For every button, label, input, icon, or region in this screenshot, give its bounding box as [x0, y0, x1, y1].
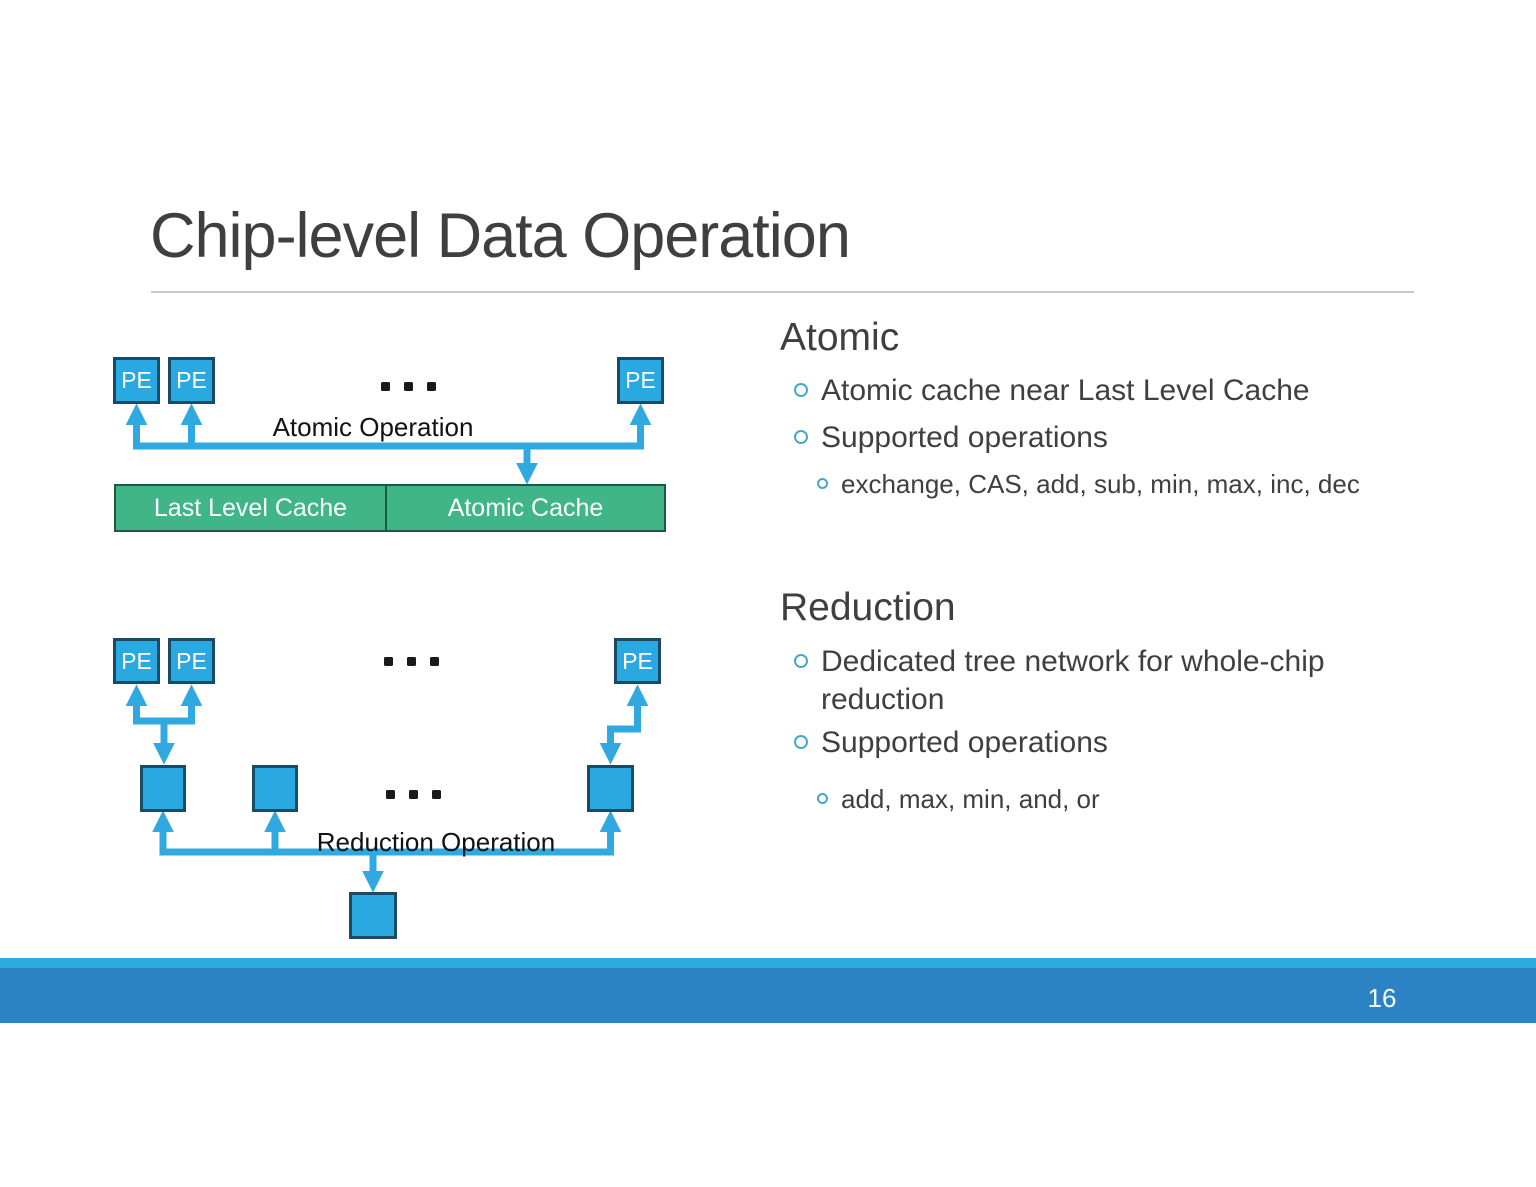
footer-accent-strip [0, 958, 1536, 968]
pe-label: PE [176, 647, 207, 674]
cache-bar: Last Level Cache Atomic Cache [114, 484, 666, 532]
bullet-text: Dedicated tree network for whole-chip re… [821, 645, 1325, 716]
reduction-bus [152, 810, 622, 856]
reduction-node-2 [252, 765, 298, 812]
atomic-cache-label: Atomic Cache [447, 493, 604, 522]
bullet-text: add, max, min, and, or [841, 784, 1100, 814]
last-level-cache-cell: Last Level Cache [116, 486, 387, 530]
atomic-bus [125, 403, 652, 450]
ellipsis-dots [384, 657, 439, 666]
page-number: 16 [1367, 983, 1397, 1013]
reduction-right-jog [599, 684, 649, 765]
section-heading-reduction: Reduction [780, 586, 956, 629]
bullet-text: Supported operations [821, 421, 1108, 454]
pe-label: PE [176, 367, 207, 393]
title-divider [151, 291, 1414, 293]
bullet-text: exchange, CAS, add, sub, min, max, inc, … [841, 469, 1360, 499]
atomic-pe-box-2: PE [168, 357, 215, 404]
atomic-cache-cell: Atomic Cache [387, 486, 664, 530]
atomic-pe-box-1: PE [113, 357, 160, 404]
page-title: Chip-level Data Operation [150, 201, 851, 271]
reduction-pe-box-3: PE [614, 638, 661, 684]
pe-label: PE [121, 647, 152, 674]
bullet-item: Supported operations [794, 724, 1454, 762]
pe-label: PE [622, 647, 653, 674]
bullet-ring-icon [794, 383, 808, 397]
bullet-ring-icon [794, 654, 808, 668]
reduction-pe-box-1: PE [113, 638, 160, 684]
reduction-node-1 [140, 765, 186, 812]
bullet-item: Atomic cache near Last Level Cache [794, 372, 1454, 410]
reduction-root-node [349, 892, 397, 939]
bullet-item-sub: exchange, CAS, add, sub, min, max, inc, … [817, 468, 1477, 500]
bullet-ring-icon [817, 478, 828, 489]
reduction-pe-box-2: PE [168, 638, 215, 684]
reduction-left-join [125, 684, 203, 725]
bullet-text: Atomic cache near Last Level Cache [821, 374, 1310, 407]
bullet-ring-icon [817, 793, 828, 804]
footer-bar [0, 968, 1536, 1023]
bullet-item: Supported operations [794, 419, 1454, 457]
bullet-item: Dedicated tree network for whole-chip re… [794, 643, 1434, 719]
pe-label: PE [625, 367, 656, 393]
reduction-operation-label: Reduction Operation [316, 827, 556, 857]
bullet-ring-icon [794, 735, 808, 749]
atomic-operation-label: Atomic Operation [272, 412, 474, 442]
section-heading-atomic: Atomic [780, 316, 900, 359]
bullet-item-sub: add, max, min, and, or [817, 783, 1477, 815]
atomic-pe-box-3: PE [617, 357, 664, 404]
bullet-ring-icon [794, 430, 808, 444]
reduction-node-3 [587, 765, 634, 812]
ellipsis-dots [386, 790, 441, 799]
ellipsis-dots [381, 382, 436, 391]
bullet-text: Supported operations [821, 726, 1108, 759]
pe-label: PE [121, 367, 152, 393]
last-level-cache-label: Last Level Cache [153, 493, 348, 522]
